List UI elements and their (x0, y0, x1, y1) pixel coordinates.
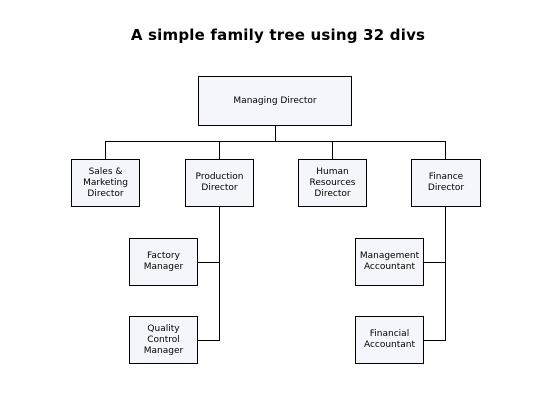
connector-quality-branch (197, 340, 220, 341)
connector-production-up (219, 141, 220, 159)
connector-root-down (275, 125, 276, 142)
node-financial-accountant: Financial Accountant (355, 316, 424, 364)
node-sales-marketing-director: Sales & Marketing Director (71, 159, 140, 207)
connector-factory-branch (197, 262, 220, 263)
node-finance-director: Finance Director (411, 159, 481, 207)
connector-hr-up (332, 141, 333, 159)
node-human-resources-director: Human Resources Director (298, 159, 367, 207)
node-production-director: Production Director (185, 159, 254, 207)
node-quality-control-manager: Quality Control Manager (129, 316, 198, 364)
connector-production-trunk (219, 207, 220, 341)
connector-finance-trunk (445, 207, 446, 341)
node-managing-director: Managing Director (198, 76, 352, 126)
node-factory-manager: Factory Manager (129, 238, 198, 286)
page-title: A simple family tree using 32 divs (130, 26, 426, 44)
connector-sales-up (105, 141, 106, 159)
connector-director-bar (105, 141, 446, 142)
node-management-accountant: Management Accountant (355, 238, 424, 286)
connector-financial-branch (423, 340, 446, 341)
connector-management-branch (423, 262, 446, 263)
connector-finance-up (445, 141, 446, 159)
